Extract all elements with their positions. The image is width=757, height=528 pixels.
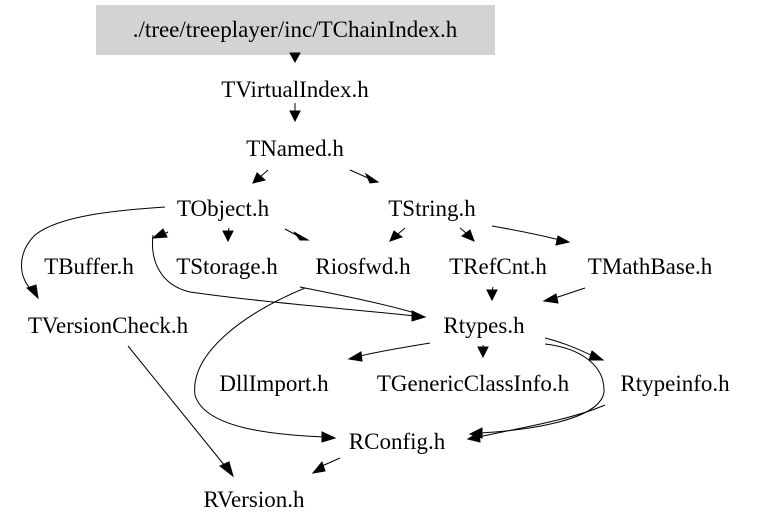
- node-rconfig[interactable]: RConfig.h: [348, 429, 446, 454]
- node-trefcnt[interactable]: TRefCnt.h: [449, 254, 547, 279]
- arrowhead: [411, 310, 427, 322]
- node-tversioncheck[interactable]: TVersionCheck.h: [27, 313, 189, 338]
- node-tvirtualindex[interactable]: TVirtualIndex.h: [221, 77, 369, 102]
- arrowhead: [486, 289, 498, 302]
- arrowhead: [364, 172, 380, 184]
- edge-rtypeinfo-rconfig: [477, 404, 606, 438]
- edge-rtypes-rconfig: [479, 343, 605, 434]
- arrowhead: [542, 293, 559, 304]
- node-tbuffer[interactable]: TBuffer.h: [44, 254, 134, 279]
- arrowhead: [252, 172, 267, 184]
- arrowhead: [477, 346, 489, 359]
- arrowhead: [151, 228, 168, 239]
- node-rtypeinfo[interactable]: Rtypeinfo.h: [620, 371, 730, 396]
- edge-rconfig-rversion: [321, 457, 341, 467]
- node-tmathbase[interactable]: TMathBase.h: [587, 254, 713, 279]
- edge-tstring-trefcnt: [459, 227, 467, 234]
- node-dllimport[interactable]: DllImport.h: [219, 371, 329, 396]
- edge-riosfwd-rconfig: [194, 287, 326, 438]
- edge-rtypes-dllimport: [359, 342, 431, 357]
- edge-tmathbase-rtypes: [554, 287, 586, 299]
- node-tnamed[interactable]: TNamed.h: [246, 136, 344, 161]
- edge-rtypes-rtypeinfo: [544, 337, 594, 357]
- edge-tnamed-tobject: [259, 169, 269, 178]
- arrowhead: [389, 230, 404, 242]
- edge-tobject-tversioncheck: [21, 206, 166, 291]
- root-node-highlight: [96, 5, 495, 55]
- arrowhead: [321, 431, 337, 443]
- edge-tstring-riosfwd: [397, 227, 406, 235]
- arrowhead: [293, 231, 310, 241]
- edge-tobject-rtypes: [151, 234, 416, 317]
- arrowhead: [311, 460, 326, 474]
- arrowhead: [461, 229, 475, 242]
- node-rversion[interactable]: RVersion.h: [203, 487, 305, 512]
- node-tobject[interactable]: TObject.h: [176, 196, 270, 221]
- edge-tstring-tmathbase: [491, 225, 561, 241]
- node-tstorage[interactable]: TStorage.h: [176, 254, 278, 279]
- edge-tnamed-tstring: [349, 169, 369, 179]
- edge-tversioncheck-rversion: [127, 345, 226, 467]
- arrowhead: [588, 350, 605, 361]
- arrowhead: [289, 52, 301, 64]
- node-tstring[interactable]: TString.h: [388, 196, 476, 221]
- arrowhead: [555, 235, 571, 246]
- node-tgenericclassinfo[interactable]: TGenericClassInfo.h: [376, 371, 570, 396]
- node-riosfwd[interactable]: Riosfwd.h: [315, 254, 411, 279]
- arrowhead: [219, 461, 234, 478]
- arrowhead: [347, 351, 363, 362]
- arrowhead: [222, 230, 234, 243]
- edge-riosfwd-rtypes: [299, 286, 416, 314]
- node-root[interactable]: ./tree/treeplayer/inc/TChainIndex.h: [132, 17, 458, 42]
- arrowhead: [26, 284, 39, 300]
- arrowhead: [289, 110, 301, 123]
- node-rtypes[interactable]: Rtypes.h: [443, 313, 525, 338]
- arrowhead: [466, 431, 481, 443]
